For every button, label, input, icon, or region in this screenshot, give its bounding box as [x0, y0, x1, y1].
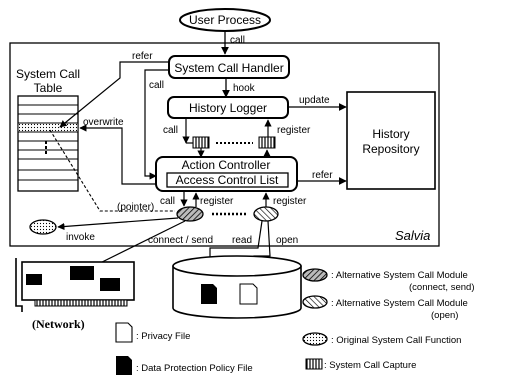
history-repository-label-1: History — [372, 127, 409, 141]
history-repository-label-2: Repository — [362, 142, 419, 156]
history-repository-node: History Repository — [346, 91, 436, 190]
edge-refer-right-label: refer — [312, 170, 333, 181]
system-call-handler-node: System Call Handler — [168, 55, 290, 79]
edge-invoke — [57, 217, 179, 231]
system-call-table-title-1: System Call — [16, 67, 80, 81]
legend-original-label: : Original System Call Function — [331, 335, 461, 346]
legend-alt-connect-1: : Alternative System Call Module — [331, 270, 468, 281]
capture-module-1 — [192, 136, 210, 149]
edge-pointer-label: (pointer) — [117, 202, 154, 213]
edge-overwrite — [79, 124, 156, 185]
edge-overwrite-label: overwrite — [83, 117, 124, 128]
system-call-handler-label: System Call Handler — [174, 61, 283, 75]
edge-connect-send — [89, 220, 186, 269]
edge-register-logger-label: register — [277, 125, 311, 136]
history-logger-node: History Logger — [167, 96, 289, 119]
edge-hook-label: hook — [233, 83, 256, 94]
edge-call-left — [144, 69, 169, 180]
capture-module-2 — [258, 136, 276, 149]
privacy-file-icon-disk — [239, 283, 258, 305]
legend-policy-file-symbol — [116, 356, 132, 375]
legend-alt-open-1: : Alternative System Call Module — [331, 298, 468, 309]
legend-privacy-file-symbol — [115, 322, 133, 343]
user-process-label: User Process — [189, 13, 261, 27]
edge-call-logger-label: call — [163, 125, 178, 136]
edge-refer-top — [59, 61, 169, 128]
user-process-node: User Process — [179, 8, 271, 32]
legend-alt-connect-2: (connect, send) — [409, 282, 474, 293]
action-controller-label: Action Controller — [182, 158, 271, 172]
edge-read-label: read — [232, 235, 252, 246]
network-label: (Network) — [32, 317, 85, 331]
legend-original-symbol — [302, 332, 328, 346]
system-call-table — [17, 95, 79, 192]
edge-register-2-label: register — [273, 196, 307, 207]
history-logger-label: History Logger — [189, 101, 267, 115]
storage-cylinder — [172, 255, 302, 319]
edge-register-1-label: register — [200, 196, 234, 207]
salvia-label: Salvia — [395, 228, 430, 243]
legend-capture-symbol — [305, 358, 323, 370]
edge-update-label: update — [299, 95, 330, 106]
edge-connect-send-label: connect / send — [148, 235, 213, 246]
original-syscall-function — [29, 219, 57, 235]
system-call-table-title-2: Table — [34, 81, 63, 95]
alt-module-open — [253, 206, 279, 222]
policy-file-icon-disk — [201, 284, 217, 304]
edge-call-top-label: call — [230, 35, 245, 46]
edge-refer-top-label: refer — [132, 51, 153, 62]
alt-module-connect — [176, 206, 204, 222]
edge-pointer — [49, 129, 175, 212]
edge-call-left-label: call — [149, 80, 164, 91]
action-controller-node: Action Controller Access Control List — [155, 156, 298, 192]
legend-policy-label: : Data Protection Policy File — [136, 363, 253, 374]
edge-call-bottom-label: call — [160, 196, 175, 207]
legend-alt-open-symbol — [302, 295, 328, 309]
access-control-list-label: Access Control List — [176, 173, 279, 187]
edge-invoke-label: invoke — [66, 232, 95, 243]
edge-open-label: open — [276, 235, 298, 246]
network-card-icon — [15, 258, 135, 312]
legend-privacy-label: : Privacy File — [136, 331, 190, 342]
legend-alt-connect-symbol — [302, 268, 328, 282]
legend-alt-open-2: (open) — [431, 310, 458, 321]
legend-capture-label: : System Call Capture — [324, 360, 416, 371]
